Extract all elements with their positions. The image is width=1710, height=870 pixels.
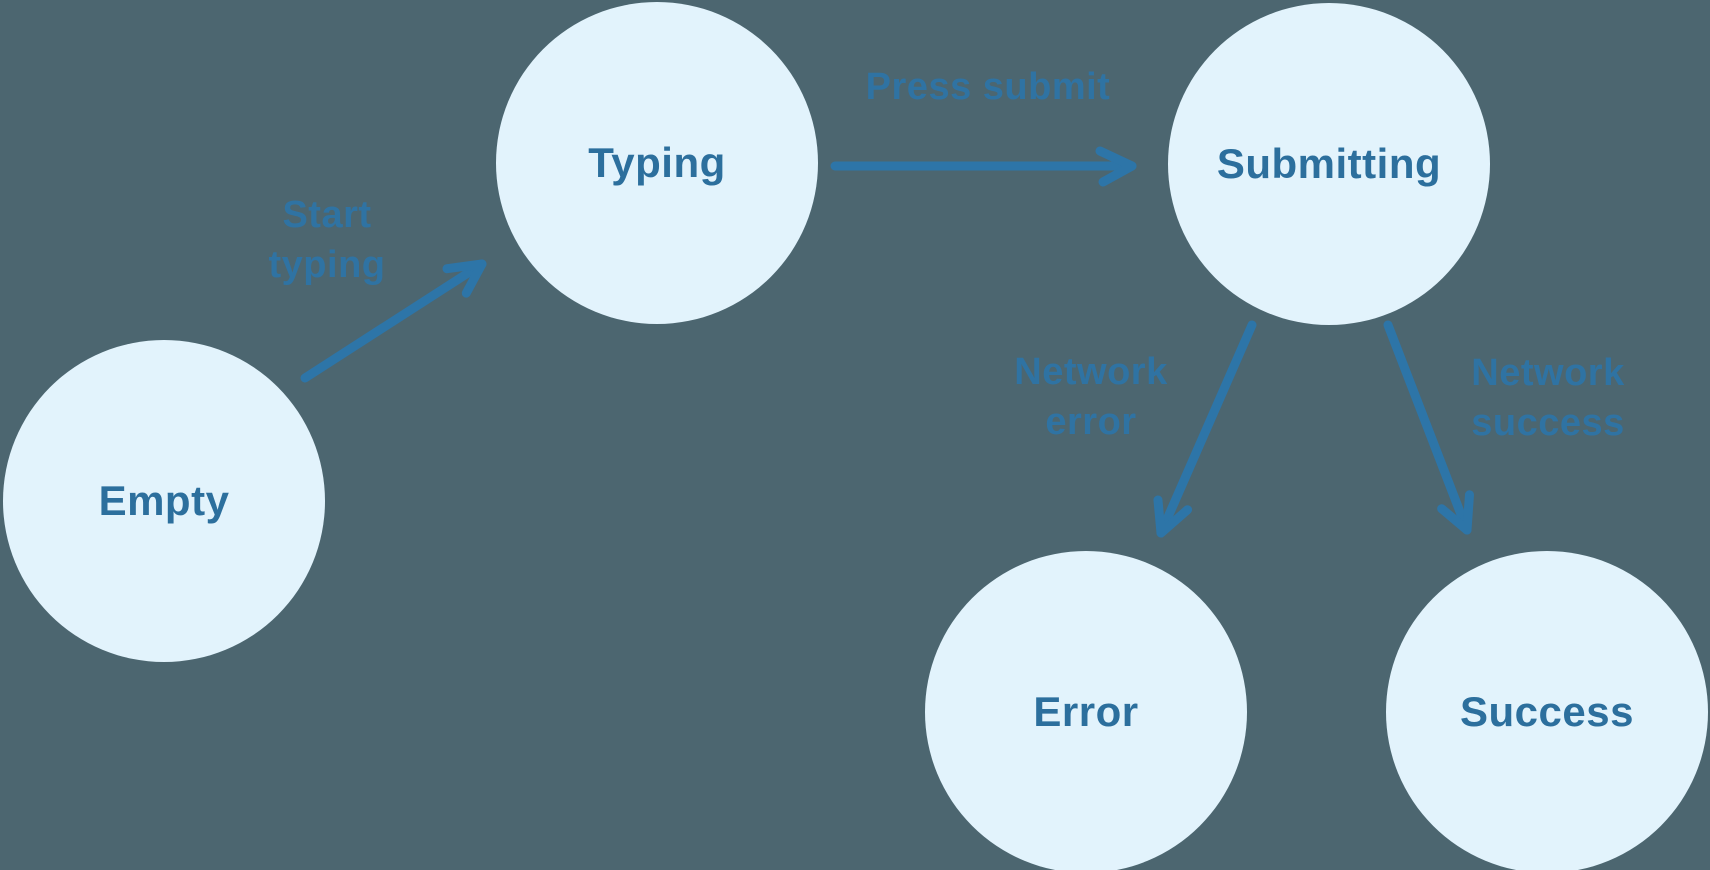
edge-label-line: success [1471,402,1625,444]
state-label-typing: Typing [588,139,726,186]
state-node-success: Success [1386,551,1708,870]
edge-arrow-empty-typing [300,259,487,383]
edge-label-line: Network [1471,352,1625,394]
edge-label-line: Press submit [865,66,1111,108]
edge-label-line: error [1045,401,1137,443]
state-node-typing: Typing [496,2,818,324]
edge-label-press-submit: Press submit [866,62,1111,112]
edge-label-network-error: Network error [1014,347,1167,447]
edge-label-line: typing [268,244,386,286]
state-label-submitting: Submitting [1216,140,1442,187]
state-node-empty: Empty [3,340,325,662]
state-label-empty: Empty [98,477,230,524]
state-label-success: Success [1460,688,1634,735]
state-node-submitting: Submitting [1168,3,1490,325]
edge-arrow-submitting-success [1383,320,1474,535]
state-label-error: Error [1033,688,1139,735]
edge-arrow-submitting-error [1153,320,1257,538]
edge-label-network-success: Network success [1471,348,1625,448]
edge-label-start-typing: Start typing [269,190,386,290]
edge-label-line: Network [1014,351,1168,393]
state-node-error: Error [925,551,1247,870]
edge-label-line: Start [282,194,372,236]
